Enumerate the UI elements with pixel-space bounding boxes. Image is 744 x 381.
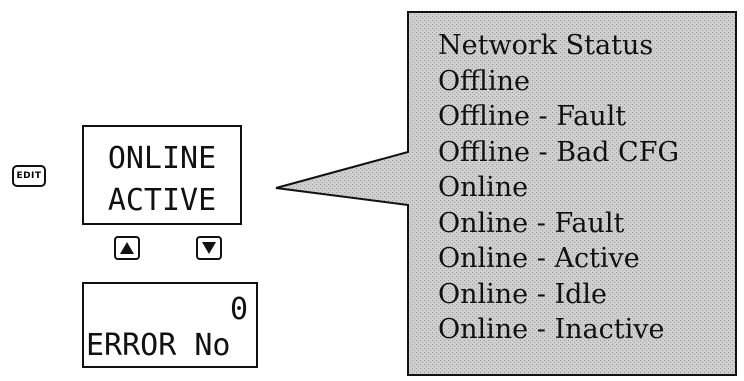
edit-key-label: EDIT <box>16 171 42 181</box>
up-arrow-button[interactable] <box>114 236 140 260</box>
status-list-item: Network Status <box>438 30 654 61</box>
top-display-line-2: ACTIVE <box>107 183 217 218</box>
bottom-display-value: 0 <box>229 292 248 327</box>
status-list-item: Online - Inactive <box>438 314 665 345</box>
network-status-list: Network Status Offline Offline - Fault O… <box>438 28 738 348</box>
bottom-display-label: ERROR No <box>86 328 231 363</box>
top-display-line-1: ONLINE <box>107 141 217 176</box>
status-list-item: Online - Idle <box>438 278 608 310</box>
down-arrow-button[interactable] <box>196 236 222 260</box>
bottom-display: 0 ERROR No <box>82 282 258 368</box>
up-arrow-icon <box>120 242 134 254</box>
status-list-item: Offline - Bad CFG <box>438 136 680 168</box>
status-list-item: Online <box>438 172 529 203</box>
status-list-item: Offline - Fault <box>438 101 627 132</box>
top-display: ONLINE ACTIVE <box>82 125 242 225</box>
status-list-item: Online - Active <box>438 243 640 274</box>
status-list-item: Offline <box>438 65 530 97</box>
status-list-item: Online - Fault <box>438 207 625 239</box>
callout-shape <box>275 11 737 376</box>
down-arrow-icon <box>202 242 216 254</box>
edit-key[interactable]: EDIT <box>12 165 46 187</box>
